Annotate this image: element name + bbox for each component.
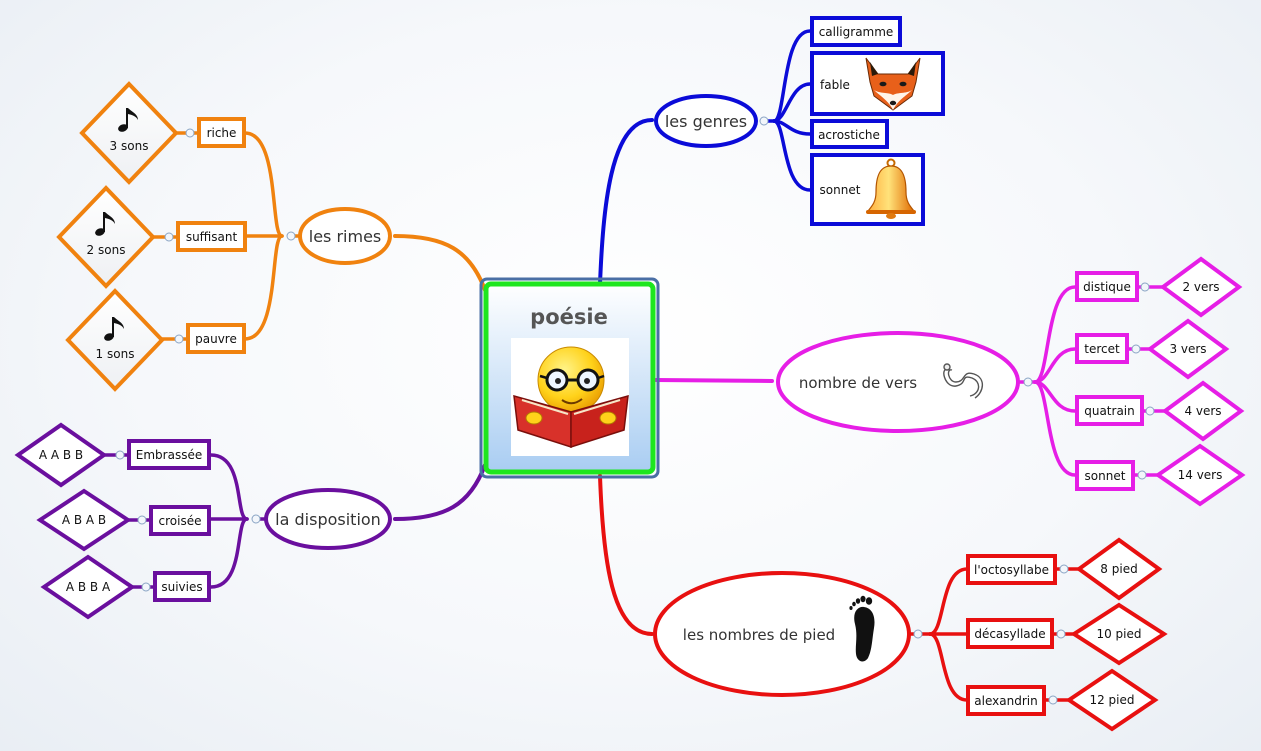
vers-distique-label: distique (1083, 280, 1131, 294)
connector-genres (598, 118, 654, 286)
vers-quatrain-value: 4 vers (1184, 404, 1221, 418)
disposition-embrassee-label: Embrassée (136, 448, 202, 462)
connector-disposition (393, 463, 487, 521)
vers-sonnet-label: sonnet (1085, 469, 1126, 483)
vers-distique-value: 2 vers (1182, 280, 1219, 294)
pied-octosyllabe-count[interactable]: 8 pied (1075, 537, 1163, 601)
vers-sonnet-value: 14 vers (1178, 468, 1223, 482)
genre-fable-label: fable (820, 78, 850, 92)
disposition-croisee-label: croisée (159, 514, 202, 528)
pied-alexandrin-count[interactable]: 12 pied (1065, 668, 1159, 732)
pied-octosyllabe-label: l'octosyllabe (974, 563, 1049, 577)
connector-pied (598, 474, 654, 636)
vers-distique-count[interactable]: 2 vers (1159, 256, 1243, 318)
vers-sonnet-count[interactable]: 14 vers (1154, 443, 1246, 507)
music-note-icon (118, 108, 138, 132)
disposition-croisee-scheme[interactable]: A B A B (36, 488, 132, 552)
fox-head-image (865, 57, 921, 111)
rime-suffisant-value: 2 sons (87, 243, 126, 257)
pied-octosyllabe-value: 8 pied (1100, 562, 1137, 576)
vers-sonnet[interactable]: sonnet (1075, 460, 1135, 491)
vers-tercet[interactable]: tercet (1075, 333, 1129, 364)
pied-alexandrin[interactable]: alexandrin (966, 685, 1046, 716)
genre-calligramme-label: calligramme (819, 25, 894, 39)
branch-disposition[interactable]: la disposition (264, 488, 392, 550)
branch-rimes[interactable]: les rimes (298, 207, 392, 265)
pied-alexandrin-label: alexandrin (974, 694, 1037, 708)
vers-tercet-value: 3 vers (1169, 342, 1206, 356)
disposition-croisee[interactable]: croisée (149, 505, 211, 536)
disposition-embrassee[interactable]: Embrassée (127, 439, 211, 470)
rime-pauvre[interactable]: pauvre (186, 323, 246, 354)
rime-riche-sons[interactable]: 3 sons (79, 81, 179, 185)
pied-octosyllabe[interactable]: l'octosyllabe (966, 554, 1057, 585)
pied-decasyllade-value: 10 pied (1096, 627, 1141, 641)
reading-smiley-image (511, 338, 629, 456)
pied-decasyllade-label: décasyllade (974, 627, 1045, 641)
worm-icon (943, 363, 984, 399)
branch-pied[interactable]: les nombres de pied (653, 571, 911, 697)
connector-rimes (393, 234, 487, 292)
music-note-icon (104, 317, 124, 341)
vers-quatrain-label: quatrain (1084, 404, 1135, 418)
pied-decasyllade[interactable]: décasyllade (966, 618, 1054, 649)
genre-sonnet[interactable]: sonnet (810, 153, 925, 226)
vers-distique[interactable]: distique (1075, 271, 1139, 302)
music-note-icon (95, 212, 115, 236)
genre-acrostiche-label: acrostiche (818, 128, 880, 142)
pied-decasyllade-count[interactable]: 10 pied (1070, 602, 1168, 666)
branch-disposition-label: la disposition (275, 510, 381, 529)
branch-pied-label: les nombres de pied (683, 626, 835, 644)
pied-alexandrin-value: 12 pied (1089, 693, 1134, 707)
footprint-icon (849, 595, 875, 662)
disposition-embrassee-scheme[interactable]: A A B B (14, 422, 108, 488)
rime-pauvre-value: 1 sons (96, 347, 135, 361)
bell-image (866, 158, 916, 219)
central-title: poésie (530, 305, 608, 329)
disposition-croisee-value: A B A B (62, 513, 106, 527)
genre-acrostiche[interactable]: acrostiche (810, 119, 889, 149)
branch-genres[interactable]: les genres (654, 94, 758, 148)
genre-calligramme[interactable]: calligramme (810, 16, 902, 47)
vers-tercet-count[interactable]: 3 vers (1146, 318, 1230, 380)
branch-vers[interactable]: nombre de vers (776, 331, 1020, 433)
disposition-suivies-label: suivies (161, 580, 202, 594)
disposition-suivies[interactable]: suivies (153, 571, 211, 602)
central-node[interactable]: poésie (479, 277, 660, 479)
connector-vers (653, 378, 774, 383)
rime-pauvre-label: pauvre (195, 332, 237, 346)
genre-fable[interactable]: fable (810, 51, 945, 116)
disposition-suivies-scheme[interactable]: A B B A (40, 554, 136, 620)
disposition-suivies-value: A B B A (66, 580, 111, 594)
branch-genres-label: les genres (665, 112, 747, 131)
vers-quatrain[interactable]: quatrain (1075, 395, 1144, 426)
rime-suffisant-sons[interactable]: 2 sons (56, 185, 156, 289)
rime-riche[interactable]: riche (197, 117, 246, 148)
vers-tercet-label: tercet (1084, 342, 1120, 356)
disposition-embrassee-value: A A B B (39, 448, 83, 462)
collapse-handles[interactable] (115, 116, 1155, 705)
vers-quatrain-count[interactable]: 4 vers (1161, 380, 1245, 442)
rime-riche-label: riche (207, 126, 237, 140)
genre-sonnet-label: sonnet (820, 183, 861, 197)
rime-suffisant[interactable]: suffisant (176, 221, 247, 252)
rime-pauvre-sons[interactable]: 1 sons (65, 288, 165, 392)
rime-riche-value: 3 sons (110, 139, 149, 153)
branch-rimes-label: les rimes (309, 227, 382, 246)
rime-suffisant-label: suffisant (186, 230, 238, 244)
branch-vers-label: nombre de vers (799, 374, 917, 392)
